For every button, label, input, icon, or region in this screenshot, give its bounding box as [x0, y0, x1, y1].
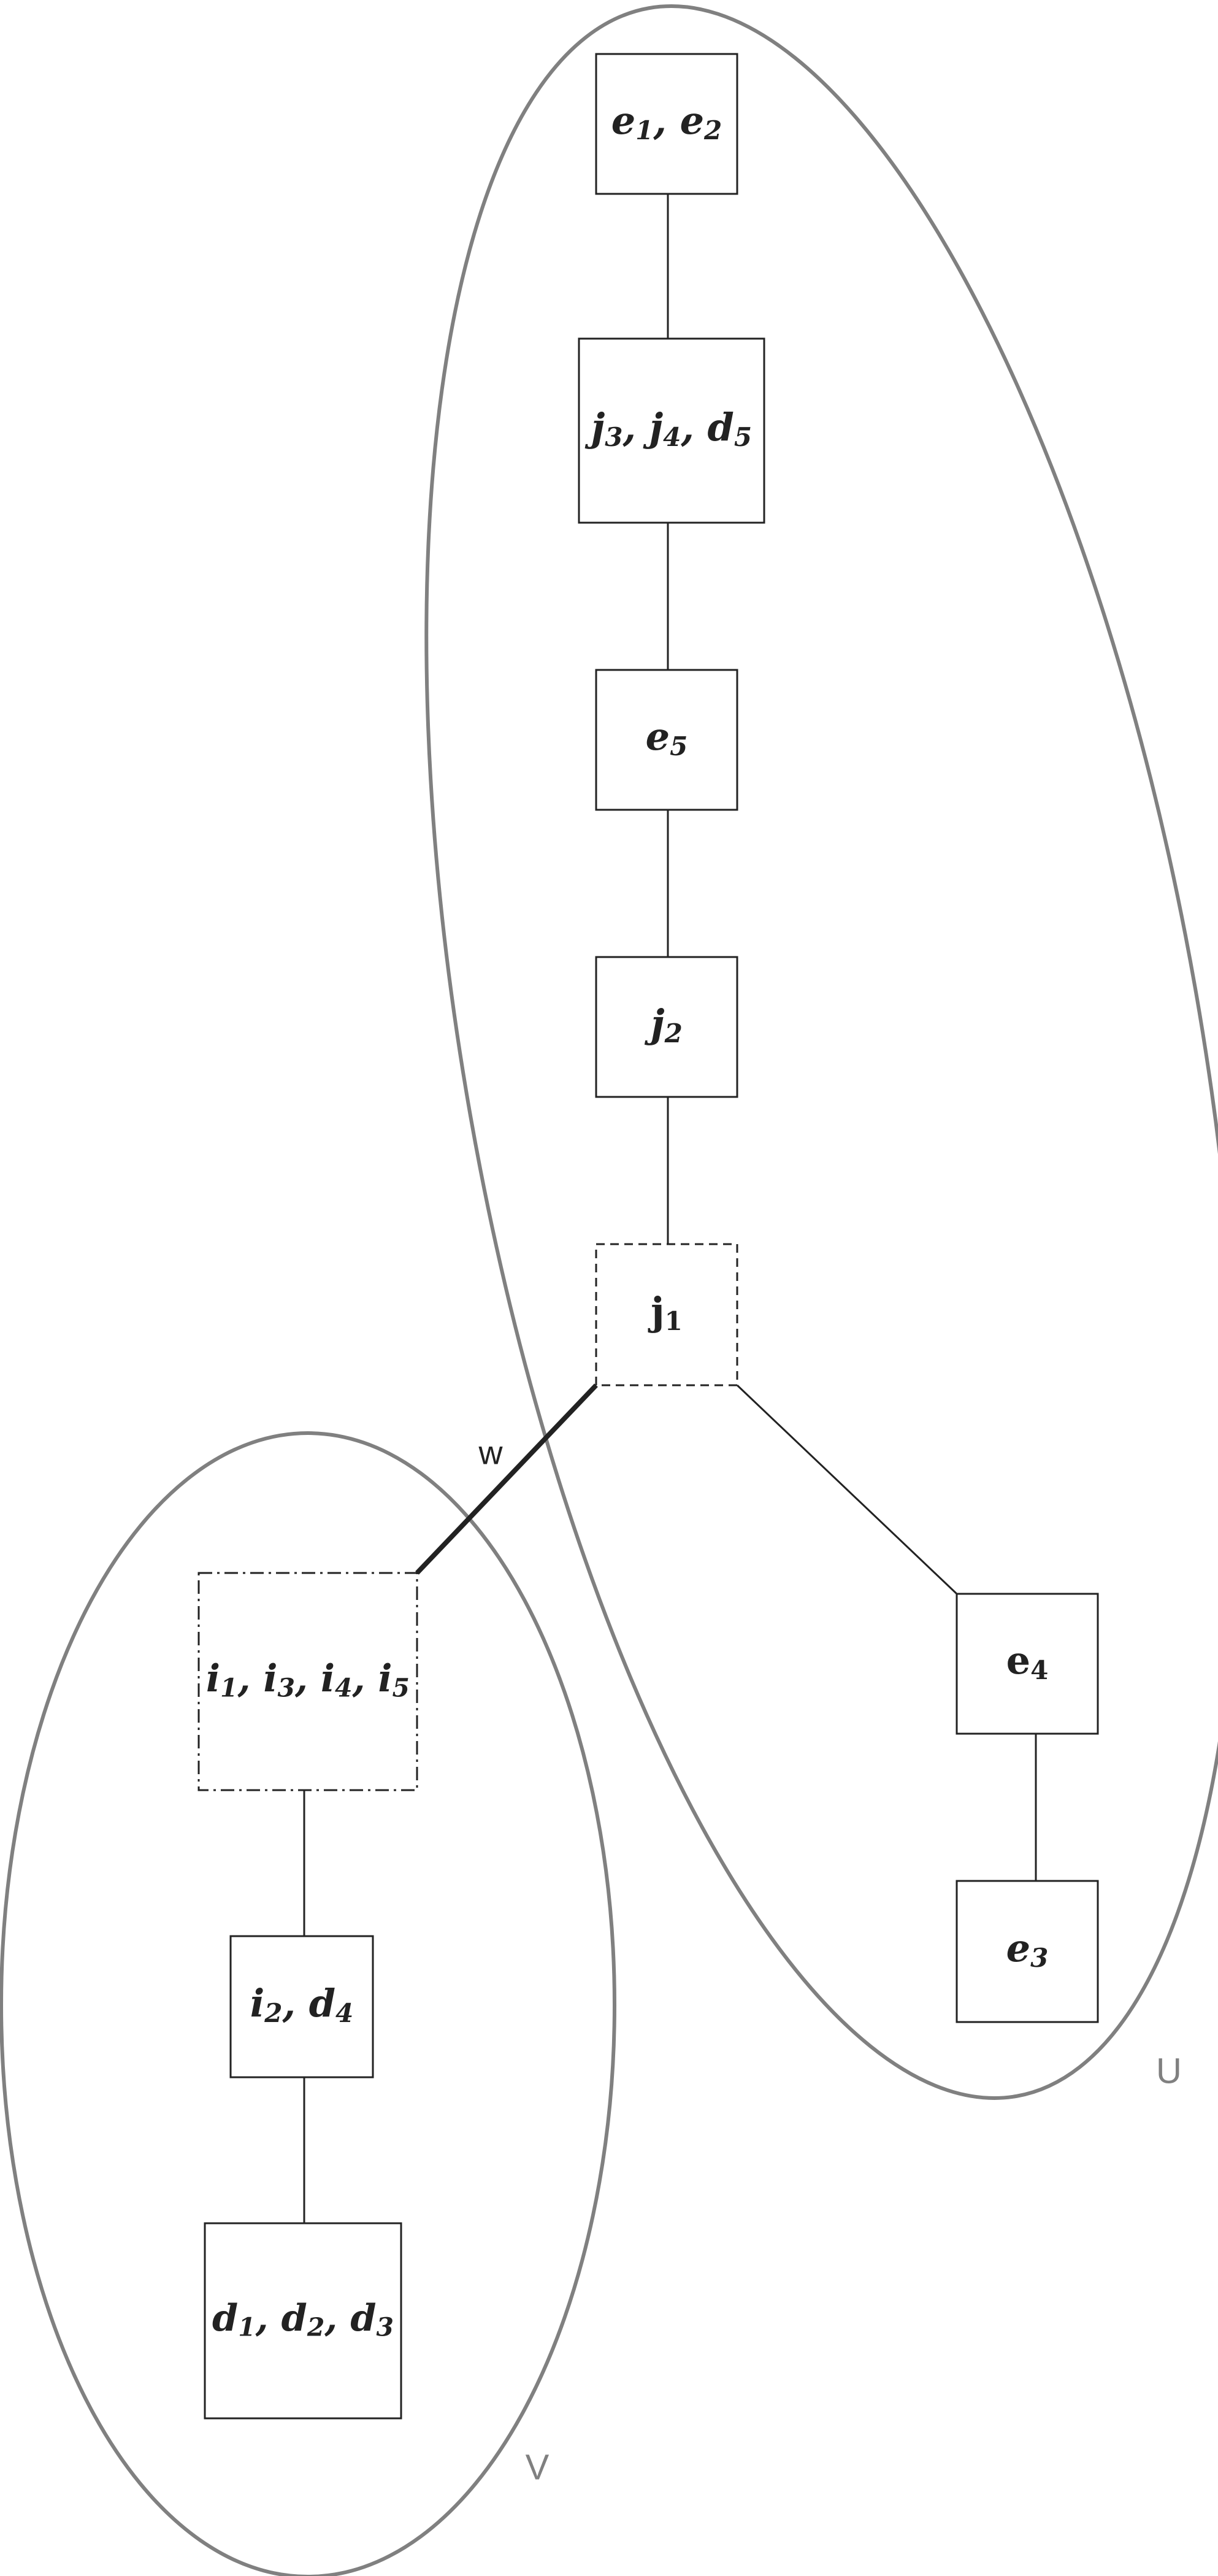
- edge-n5-n8-label: w: [478, 1434, 504, 1471]
- node-n3-label: e5: [646, 714, 688, 761]
- region-V-label: V: [526, 2447, 550, 2487]
- node-n6-box: [956, 1593, 1099, 1735]
- node-n7-box: [956, 1880, 1099, 2023]
- node-n6-label: e4: [1006, 1638, 1049, 1685]
- node-n2-box: [578, 337, 765, 524]
- node-n1-label: e1, e2: [611, 98, 722, 145]
- node-n7-label: e3: [1006, 1926, 1049, 1973]
- edge-n5-n8: [415, 1383, 598, 1575]
- edge-n5-n6: [736, 1384, 958, 1595]
- region-U-label: U: [1156, 2051, 1182, 2091]
- node-n8-label: i1, i3, i4, i5: [206, 1657, 410, 1703]
- node-n3-box: [595, 669, 738, 811]
- node-n5-label: j1: [648, 1289, 683, 1336]
- region-U-outline: [424, 4, 1218, 2100]
- node-n10-label: d1, d2, d3: [212, 2296, 394, 2342]
- node-n10-box: [204, 2222, 402, 2420]
- node-n4-box: [595, 956, 738, 1098]
- labels-layer: U Vw: [478, 1434, 1182, 2487]
- node-n9-box: [229, 1935, 374, 2078]
- node-n1-box: [595, 53, 738, 195]
- region-V-outline: [0, 1431, 616, 2576]
- node-n8-box: [197, 1572, 418, 1791]
- node-n2-label: j3, j4, d5: [584, 405, 752, 452]
- edges-layer: [303, 194, 1037, 2223]
- node-n5-box: [595, 1243, 738, 1386]
- node-n9-label: i2, d4: [250, 1981, 354, 2028]
